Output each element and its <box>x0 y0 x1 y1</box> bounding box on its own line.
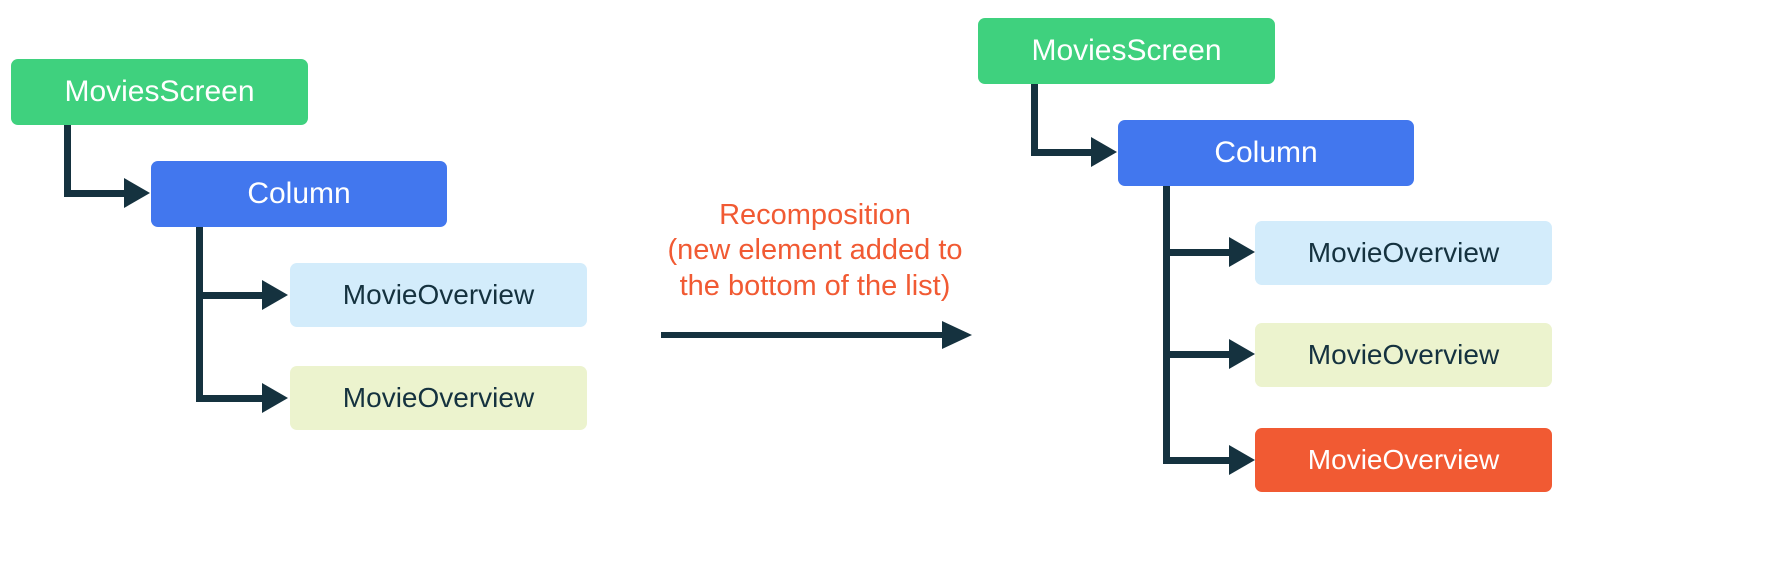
before-node-moviesscreen-label: MoviesScreen <box>64 75 255 108</box>
before-connector-root-to-column-vertical <box>64 125 71 193</box>
transition-arrow-shaft <box>661 332 946 338</box>
before-arrowhead-root-to-column <box>124 178 150 208</box>
after-node-moviesscreen[interactable]: MoviesScreen <box>978 18 1275 84</box>
before-connector-root-to-column-horizontal <box>64 190 130 197</box>
transition-caption-line-2: (new element added to <box>667 234 963 267</box>
before-node-movieoverview-2[interactable]: MovieOverview <box>290 366 587 430</box>
after-node-movieoverview-2[interactable]: MovieOverview <box>1255 323 1552 387</box>
after-connector-branch-2 <box>1163 351 1235 358</box>
transition-caption-line-3: the bottom of the list) <box>679 269 951 302</box>
after-connector-root-to-column-horizontal <box>1031 149 1097 156</box>
before-arrowhead-branch-2 <box>262 383 288 413</box>
before-connector-branch-2 <box>196 395 268 402</box>
after-arrowhead-branch-1 <box>1229 237 1255 267</box>
after-arrowhead-branch-2 <box>1229 339 1255 369</box>
before-node-moviesscreen[interactable]: MoviesScreen <box>11 59 308 125</box>
before-node-column-label: Column <box>247 177 351 210</box>
after-node-column[interactable]: Column <box>1118 120 1414 186</box>
before-node-movieoverview-1[interactable]: MovieOverview <box>290 263 587 327</box>
before-node-movieoverview-1-label: MovieOverview <box>342 279 535 310</box>
after-arrowhead-root-to-column <box>1091 137 1117 167</box>
after-node-moviesscreen-label: MoviesScreen <box>1031 34 1222 67</box>
after-connector-branch-1 <box>1163 249 1235 256</box>
after-node-column-label: Column <box>1214 136 1318 169</box>
before-connector-branch-1 <box>196 292 268 299</box>
after-arrowhead-branch-3 <box>1229 445 1255 475</box>
transition-caption: Recomposition (new element added to the … <box>655 198 975 304</box>
after-node-movieoverview-2-label: MovieOverview <box>1307 339 1500 370</box>
after-connector-column-spine <box>1163 186 1170 464</box>
after-node-movieoverview-3-label: MovieOverview <box>1307 444 1500 475</box>
after-connector-branch-3 <box>1163 457 1235 464</box>
before-node-movieoverview-2-label: MovieOverview <box>342 382 535 413</box>
transition-caption-line-1: Recomposition <box>719 199 911 231</box>
before-connector-column-spine <box>196 227 203 402</box>
before-arrowhead-branch-1 <box>262 280 288 310</box>
transition-arrow-head-icon <box>942 321 972 349</box>
after-node-movieoverview-1[interactable]: MovieOverview <box>1255 221 1552 285</box>
after-connector-root-to-column-vertical <box>1031 84 1038 152</box>
before-node-column[interactable]: Column <box>151 161 447 227</box>
after-node-movieoverview-1-label: MovieOverview <box>1307 237 1500 268</box>
after-node-movieoverview-3-new[interactable]: MovieOverview <box>1255 428 1552 492</box>
